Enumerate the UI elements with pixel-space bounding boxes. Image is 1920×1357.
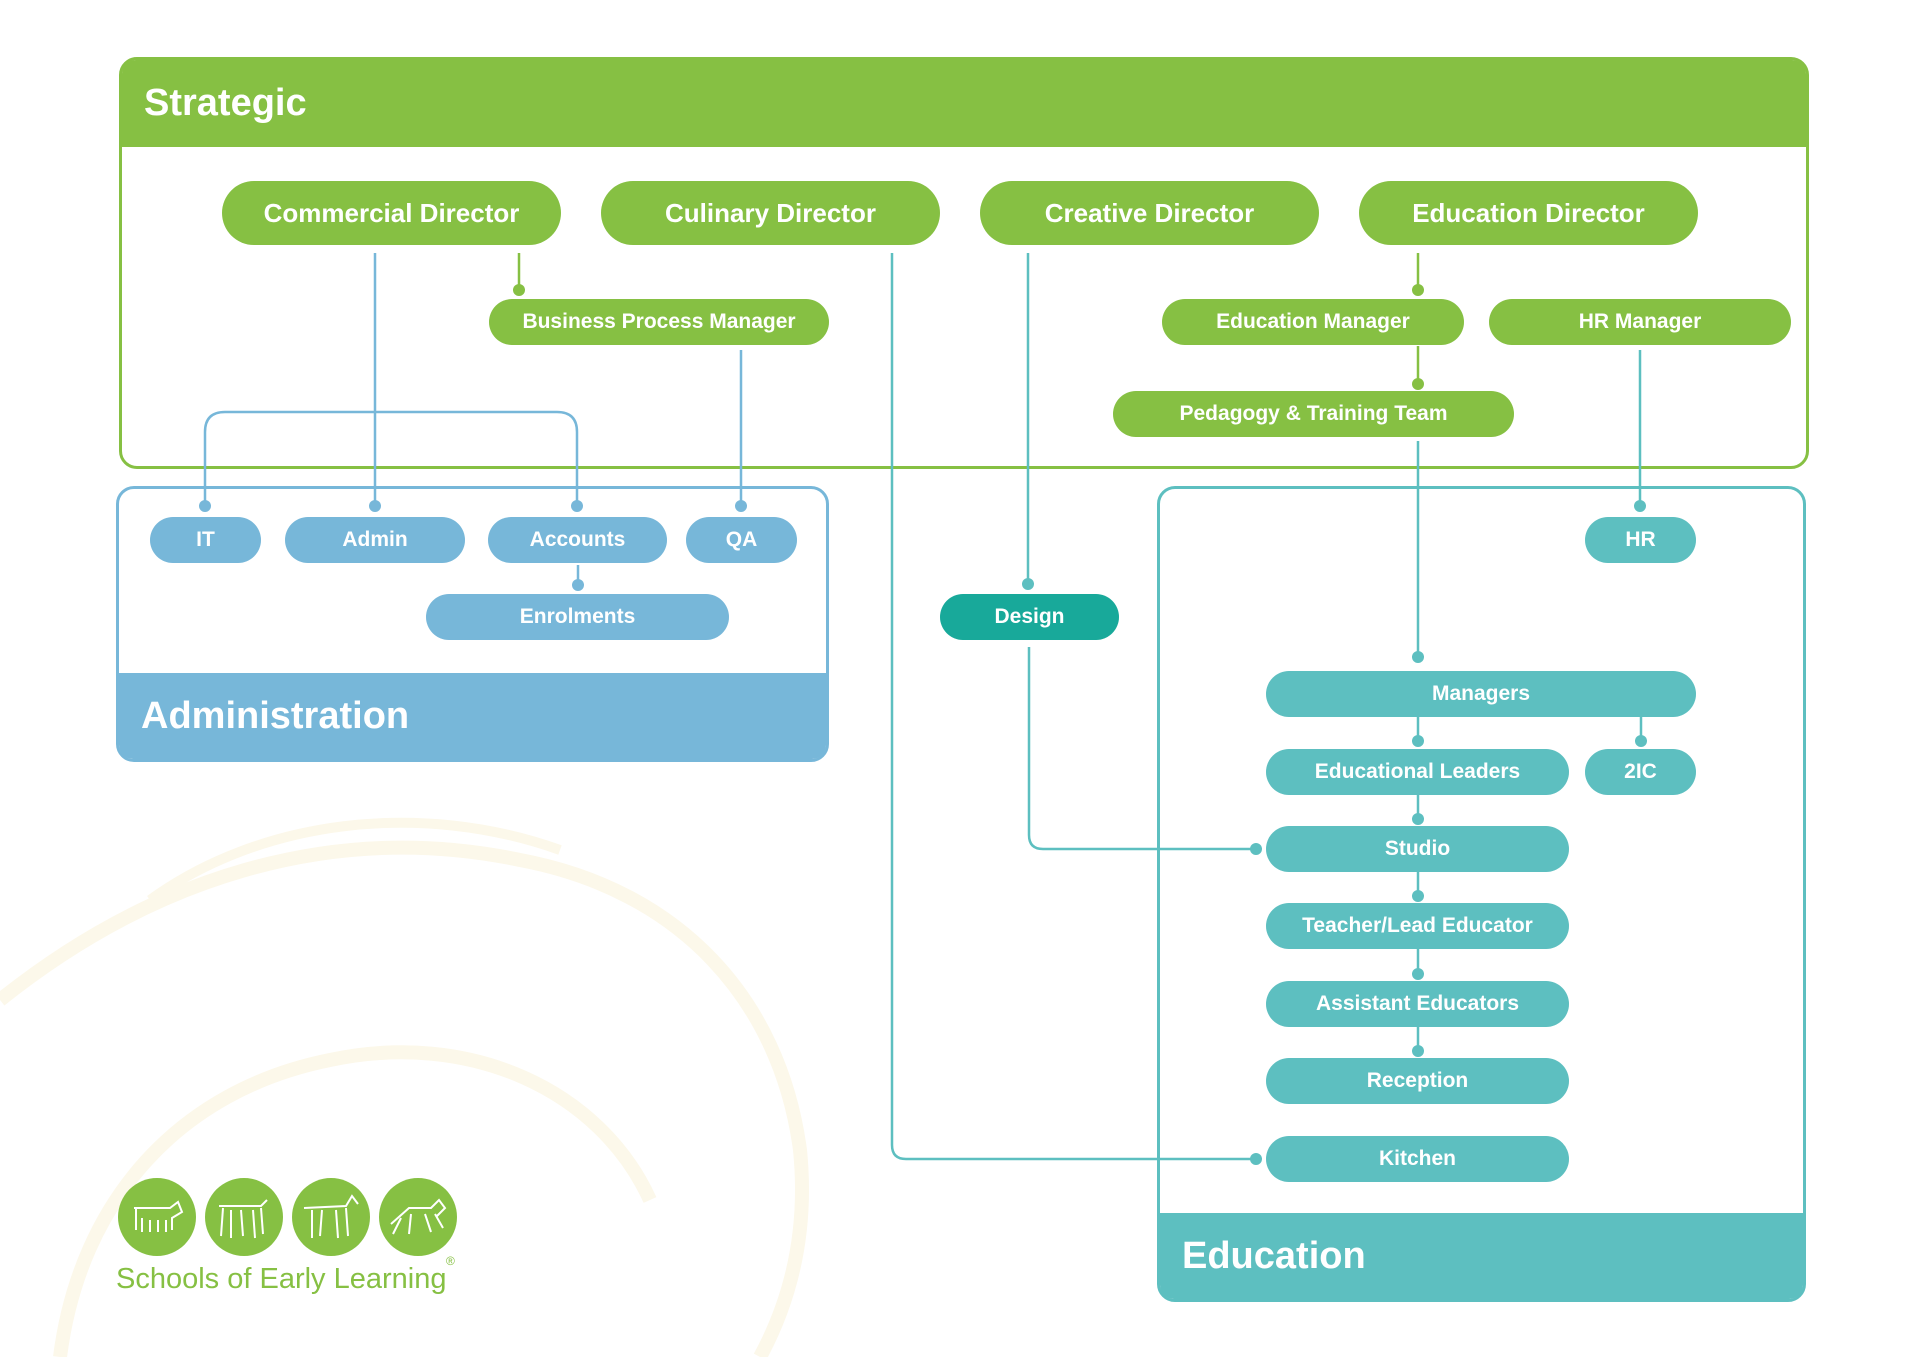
node-admin: Admin bbox=[285, 517, 465, 563]
logo-cow-icon bbox=[118, 1178, 196, 1256]
node-it: IT bbox=[150, 517, 261, 563]
node-enrolments: Enrolments bbox=[426, 594, 729, 640]
node-hr: HR bbox=[1585, 517, 1696, 563]
node-culinary-director: Culinary Director bbox=[601, 181, 940, 245]
node-education-manager: Education Manager bbox=[1162, 299, 1464, 345]
node-commercial-director: Commercial Director bbox=[222, 181, 561, 245]
administration-heading: Administration bbox=[119, 673, 826, 759]
strategic-heading: Strategic bbox=[122, 60, 1806, 147]
node-educational-leaders: Educational Leaders bbox=[1266, 749, 1569, 795]
node-reception: Reception bbox=[1266, 1058, 1569, 1104]
logo-running-animal-icon bbox=[379, 1178, 457, 1256]
logo-animal-icon bbox=[205, 1178, 283, 1256]
strategic-panel: Strategic bbox=[119, 57, 1809, 469]
node-design: Design bbox=[940, 594, 1119, 640]
node-creative-director: Creative Director bbox=[980, 181, 1319, 245]
node-education-director: Education Director bbox=[1359, 181, 1698, 245]
node-managers: Managers bbox=[1266, 671, 1696, 717]
education-heading: Education bbox=[1160, 1213, 1803, 1299]
node-accounts: Accounts bbox=[488, 517, 667, 563]
connector-culinary-to-kitchen bbox=[890, 253, 1254, 1161]
administration-panel: Administration bbox=[116, 486, 829, 762]
node-studio: Studio bbox=[1266, 826, 1569, 872]
node-assistant-educators: Assistant Educators bbox=[1266, 981, 1569, 1027]
logo-text: Schools of Early Learning bbox=[116, 1263, 447, 1295]
node-teacher-lead-educator: Teacher/Lead Educator bbox=[1266, 903, 1569, 949]
node-pedagogy-training-team: Pedagogy & Training Team bbox=[1113, 391, 1514, 437]
connector-design-to-studio bbox=[1027, 647, 1254, 851]
node-business-process-manager: Business Process Manager bbox=[489, 299, 829, 345]
node-qa: QA bbox=[686, 517, 797, 563]
node-kitchen: Kitchen bbox=[1266, 1136, 1569, 1182]
logo-horse-icon bbox=[292, 1178, 370, 1256]
connector-it-accounts bbox=[203, 410, 579, 505]
education-panel: Education bbox=[1157, 486, 1806, 1302]
registered-mark: ® bbox=[446, 1254, 455, 1268]
node-hr-manager: HR Manager bbox=[1489, 299, 1791, 345]
node-2ic: 2IC bbox=[1585, 749, 1696, 795]
